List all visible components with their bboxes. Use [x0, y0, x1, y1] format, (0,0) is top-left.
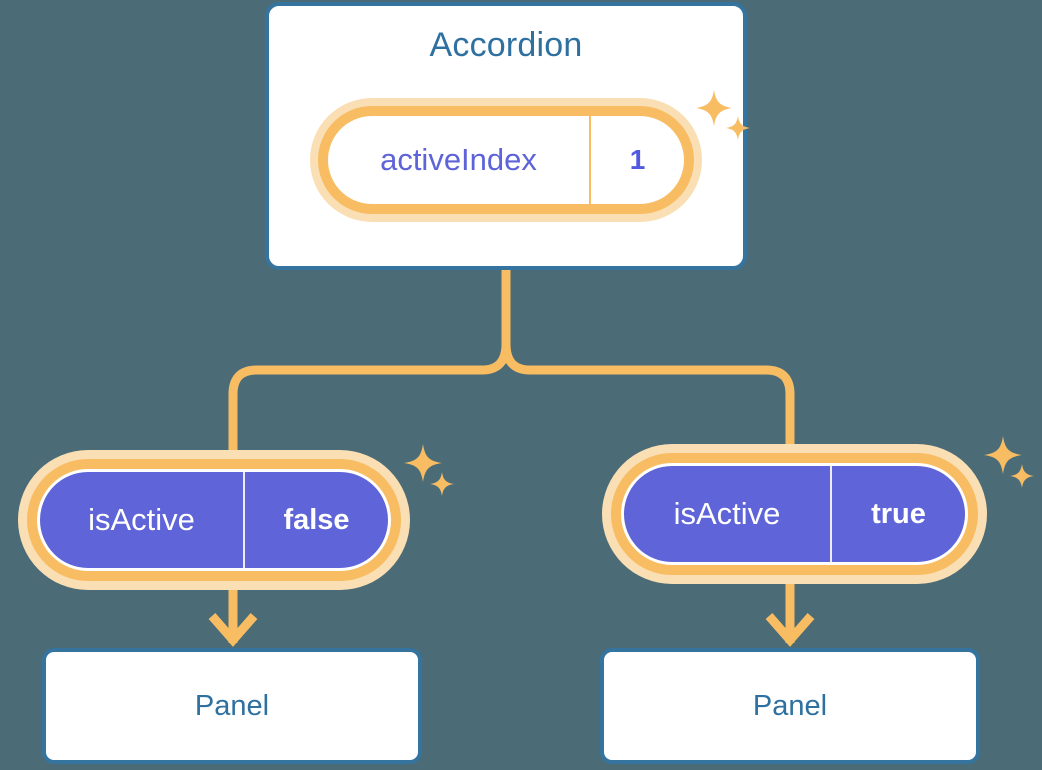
connector-branch-right [501, 343, 795, 450]
connector-branch-left [228, 343, 511, 455]
accordion-title: Accordion [429, 26, 583, 64]
panel-label: Panel [194, 689, 270, 722]
arrow-down-icon [208, 613, 258, 647]
state-pill-active-index[interactable]: activeIndex 1 [310, 98, 702, 222]
prop-pill-is-active-false[interactable]: isActive false [18, 450, 410, 590]
prop-pill-is-active-true[interactable]: isActive true [602, 444, 987, 584]
panel-node-right[interactable]: Panel [600, 648, 980, 764]
arrow-down-icon [765, 613, 815, 647]
pill-inner: isActive true [621, 463, 968, 565]
pill-value-label: 1 [629, 144, 646, 175]
pill-inner: isActive false [37, 469, 391, 571]
panel-node-left[interactable]: Panel [42, 648, 422, 764]
panel-label: Panel [752, 689, 828, 722]
sparkle-icon [984, 436, 1034, 488]
pill-inner: activeIndex 1 [328, 116, 684, 204]
pill-key-label: isActive [624, 466, 832, 562]
pill-key-label: activeIndex [328, 116, 591, 204]
pill-value-label: false [283, 503, 350, 536]
pill-value-label: true [871, 497, 926, 530]
pill-key-label: isActive [40, 472, 245, 568]
